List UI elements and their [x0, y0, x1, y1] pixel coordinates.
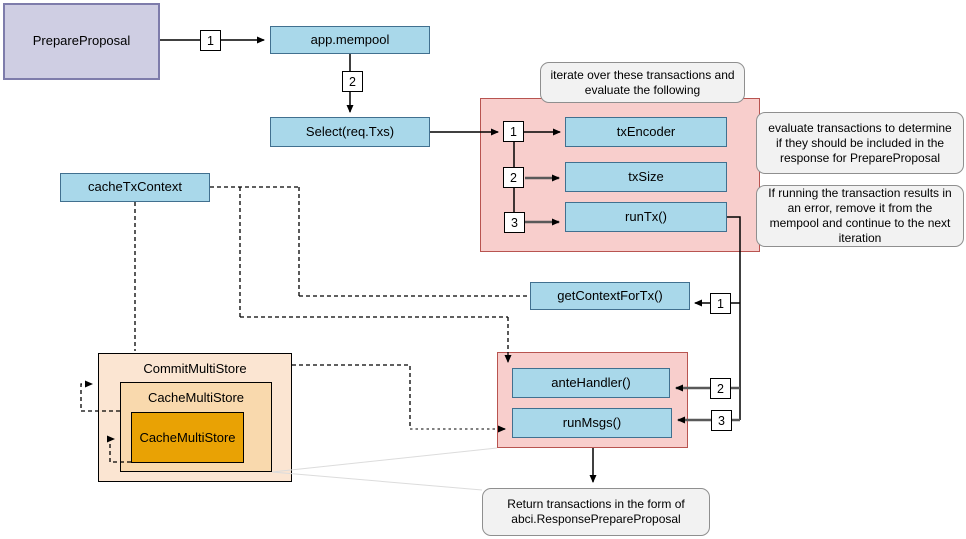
cache-tx-context-label: cacheTxContext — [88, 179, 182, 195]
select-txs-label: Select(req.Txs) — [305, 123, 395, 139]
run-tx-label: runTx() — [625, 208, 667, 224]
node-tx-size: txSize — [565, 162, 727, 192]
dashed-writeback-cache-to-commit — [80, 380, 120, 412]
ante-handler-label: anteHandler() — [551, 374, 631, 390]
node-ante-handler: anteHandler() — [512, 368, 670, 398]
prepare-proposal-label: PrepareProposal — [32, 33, 131, 49]
node-get-context-for-tx: getContextForTx() — [530, 282, 690, 310]
badge-label: 1 — [510, 124, 517, 139]
node-run-msgs: runMsgs() — [512, 408, 672, 438]
badge-label: 1 — [717, 296, 724, 311]
dashed-writeback-inner-to-cache — [107, 435, 131, 463]
note-text: If running the transaction results in an… — [768, 186, 952, 245]
node-select-txs: Select(req.Txs) — [270, 117, 430, 147]
tx-size-label: txSize — [628, 168, 664, 184]
faint-link-store-to-return-note — [271, 471, 483, 491]
tx-encoder-label: txEncoder — [616, 123, 676, 139]
step-badge-1-txencoder: 1 — [503, 121, 524, 142]
cache-multi-store-inner-box: CacheMultiStore — [131, 412, 244, 463]
step-badge-3-runtx: 3 — [504, 212, 525, 233]
node-prepare-proposal: PrepareProposal — [3, 3, 160, 80]
note-iterate-transactions: iterate over these transactions and eval… — [540, 62, 745, 103]
step-badge-1-getcontext: 1 — [710, 293, 731, 314]
run-msgs-label: runMsgs() — [562, 414, 622, 430]
badge-label: 2 — [510, 170, 517, 185]
badge-label: 2 — [349, 74, 356, 89]
note-return-transactions: Return transactions in the form of abci.… — [482, 488, 710, 536]
step-badge-1-mempool: 1 — [200, 30, 221, 51]
note-text: evaluate transactions to determine if th… — [768, 120, 952, 165]
faint-link-store-to-runtx-group — [271, 447, 498, 473]
node-app-mempool: app.mempool — [270, 26, 430, 54]
note-text: Return transactions in the form of abci.… — [507, 497, 685, 526]
badge-label: 3 — [511, 215, 518, 230]
step-badge-2-select: 2 — [342, 71, 363, 92]
step-badge-2-txsize: 2 — [503, 167, 524, 188]
get-context-for-tx-label: getContextForTx() — [557, 287, 663, 303]
step-badge-3-runmsgs: 3 — [711, 410, 732, 431]
note-error-handling: If running the transaction results in an… — [756, 185, 964, 247]
node-tx-encoder: txEncoder — [565, 117, 727, 147]
cache-multi-store-outer-label: CacheMultiStore — [147, 390, 245, 405]
dashed-store-to-runmsgs-elbow — [292, 364, 411, 429]
note-text: iterate over these transactions and eval… — [550, 67, 735, 97]
cache-multi-store-inner-label: CacheMultiStore — [139, 430, 236, 445]
badge-label: 1 — [207, 33, 214, 48]
step-badge-2-antehandler: 2 — [710, 378, 731, 399]
app-mempool-label: app.mempool — [310, 31, 390, 47]
node-run-tx: runTx() — [565, 202, 727, 232]
node-cache-tx-context: cacheTxContext — [60, 173, 210, 202]
badge-label: 2 — [717, 381, 724, 396]
note-evaluate-transactions: evaluate transactions to determine if th… — [756, 112, 964, 174]
commit-multi-store-label: CommitMultiStore — [143, 361, 247, 376]
badge-label: 3 — [718, 413, 725, 428]
line-runtx-right-rail — [727, 216, 741, 420]
